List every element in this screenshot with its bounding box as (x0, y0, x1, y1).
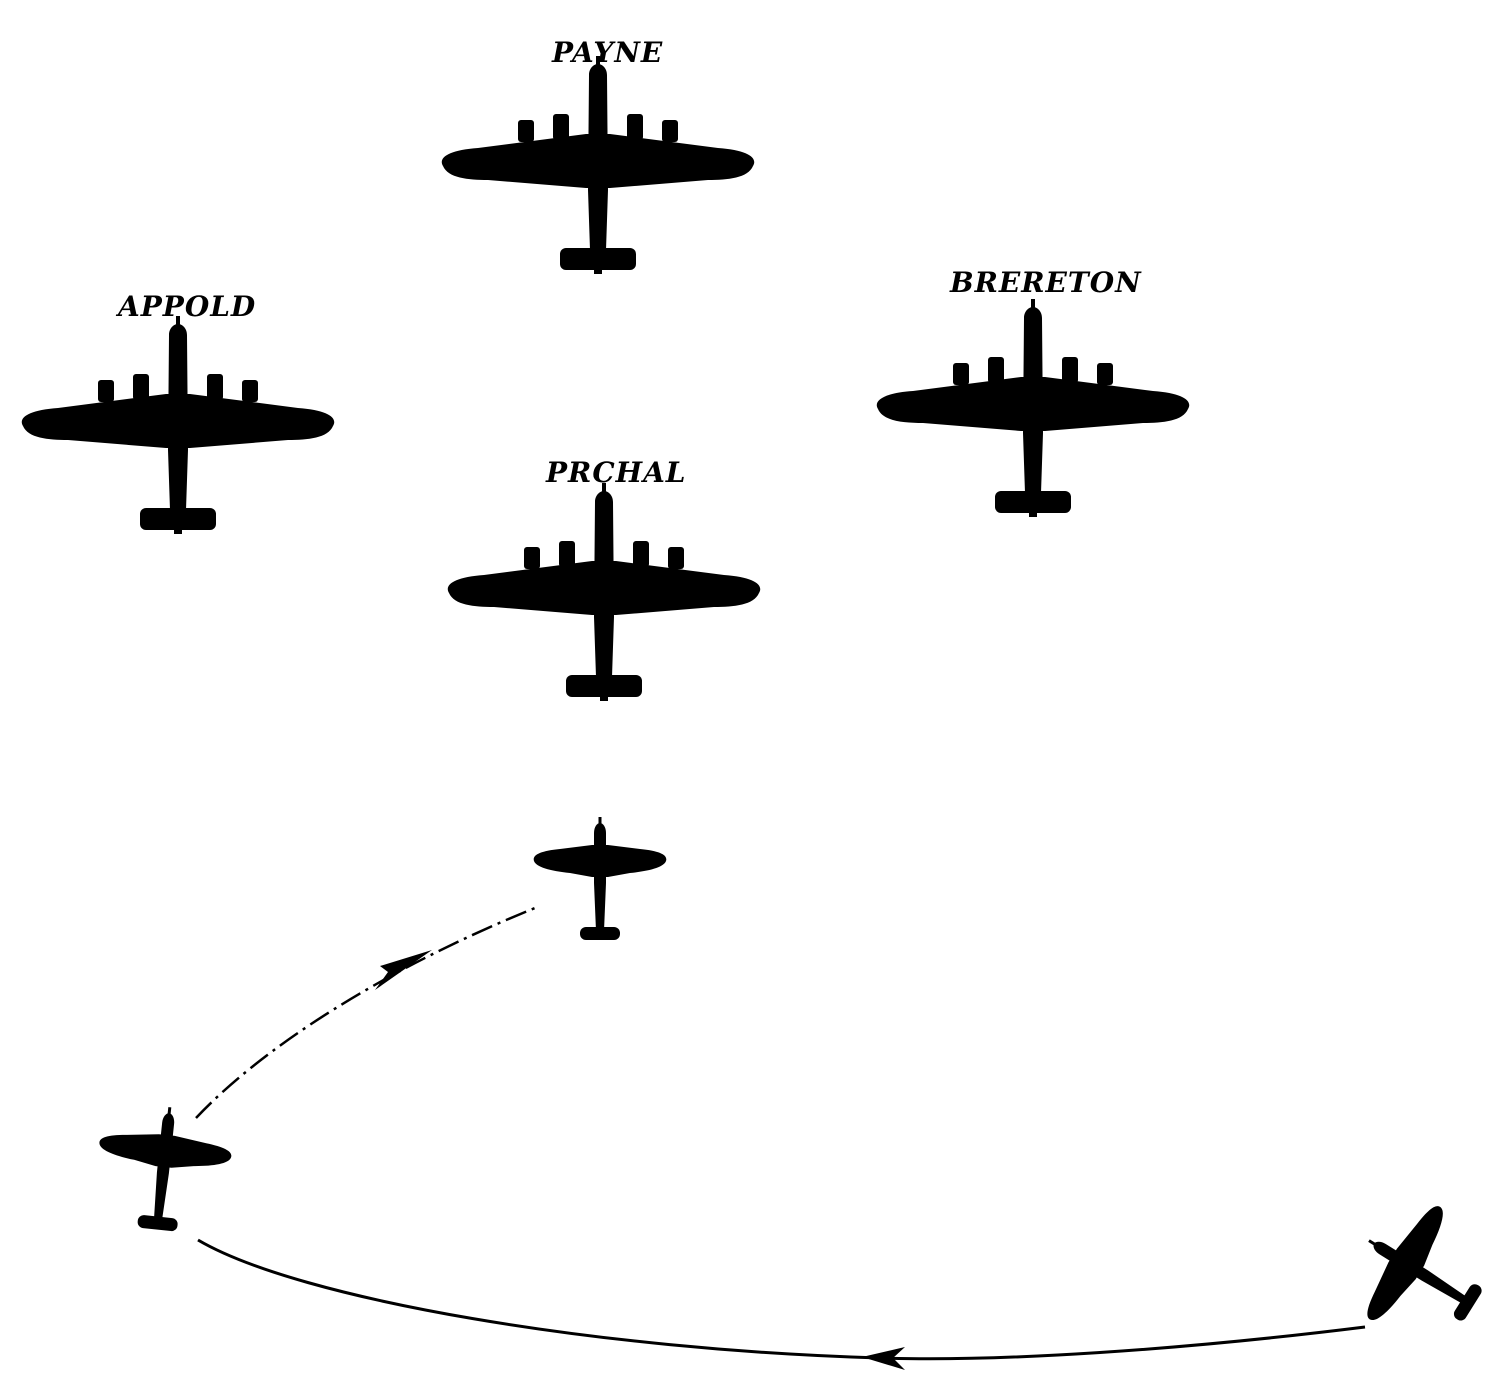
fighter-right-icon (1333, 1184, 1500, 1363)
fighter-top-icon (533, 817, 667, 940)
fighter-left-icon (91, 1100, 236, 1237)
label-brereton: BRERETON (950, 266, 1142, 299)
bomber-appold-icon (21, 316, 335, 534)
bomber-prchal-icon (447, 483, 761, 701)
attack-path-upper (195, 904, 541, 1119)
arrowhead-upper-icon (375, 950, 432, 990)
attack-path-lower (197, 1238, 1366, 1361)
label-prchal: PRCHAL (546, 456, 687, 489)
bomber-payne-icon (441, 56, 755, 274)
label-payne: PAYNE (552, 36, 664, 69)
arrowhead-lower-icon (862, 1347, 905, 1370)
label-appold: APPOLD (118, 290, 257, 323)
bomber-brereton-icon (876, 299, 1190, 517)
